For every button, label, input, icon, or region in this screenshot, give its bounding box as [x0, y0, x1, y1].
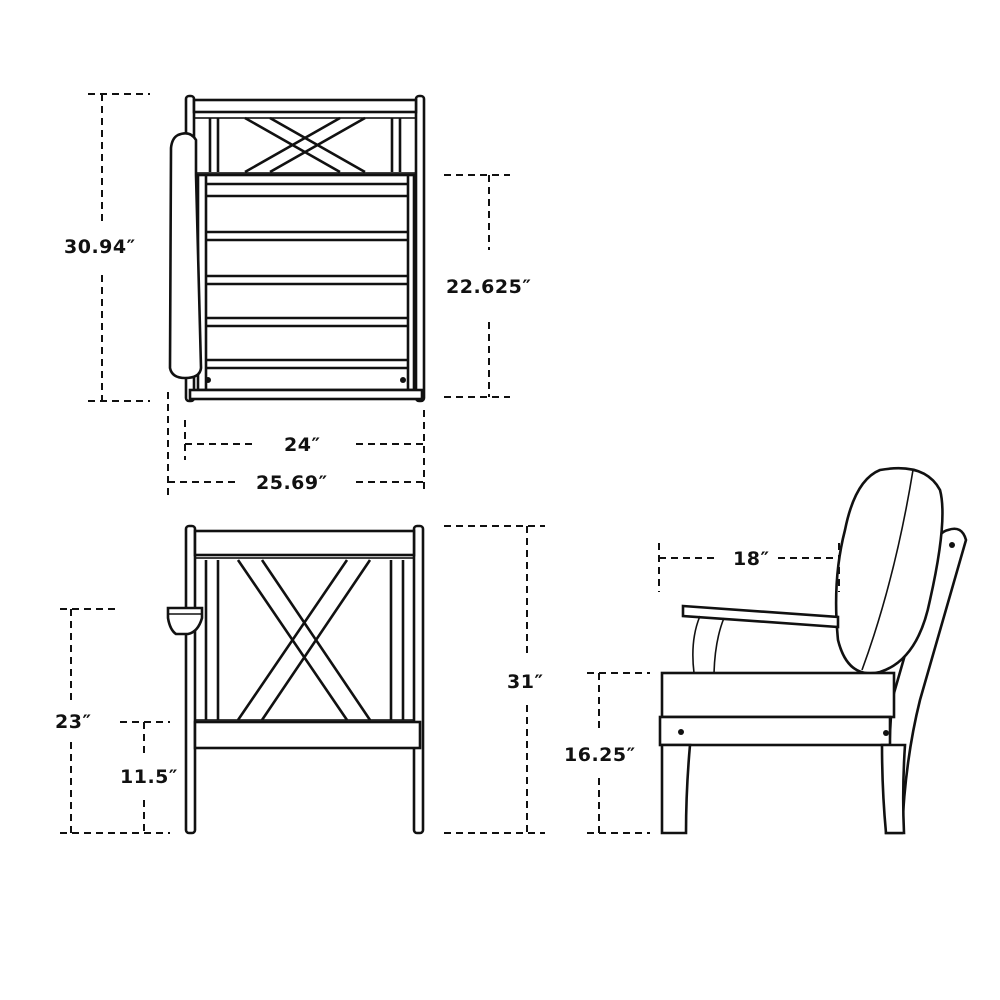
inner-width-label: 24″ [284, 434, 321, 456]
overall-height-label: 31″ [507, 671, 544, 693]
front-view-dimension-lines [60, 525, 545, 834]
top-view-dimension-lines [88, 93, 510, 495]
frame-height-label: 11.5″ [120, 766, 178, 788]
seat-depth-label: 22.625″ [446, 276, 532, 298]
overall-width-label: 25.69″ [256, 472, 328, 494]
overall-depth-label: 30.94″ [64, 236, 136, 258]
arm-height-label: 23″ [55, 711, 92, 733]
arm-length-label: 18″ [733, 548, 770, 570]
side-view-drawing [658, 466, 968, 835]
seat-height-label: 16.25″ [564, 744, 636, 766]
front-view-drawing [166, 524, 425, 835]
top-view-drawing [168, 94, 426, 403]
side-view-dimension-lines [587, 543, 840, 834]
